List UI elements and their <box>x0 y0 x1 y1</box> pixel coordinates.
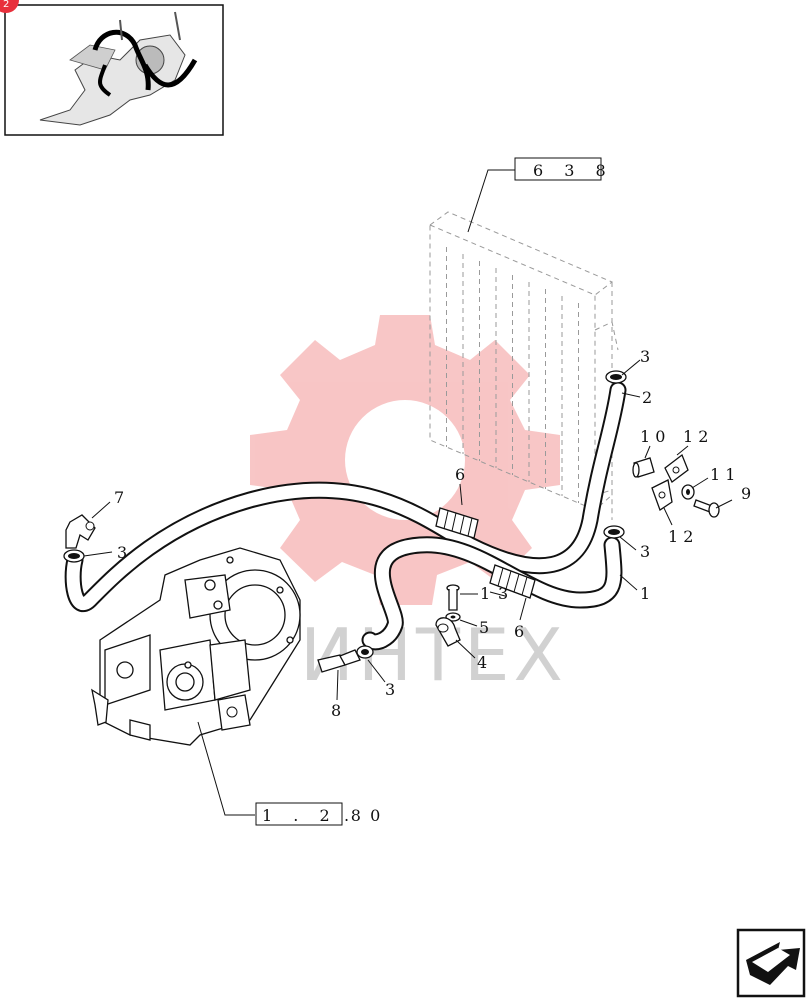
next-page-arrow-icon[interactable] <box>736 928 806 998</box>
clip-lower[interactable] <box>651 479 673 511</box>
callout-labels: 3 2 1 0 1 2 1 1 9 1 2 3 1 6 7 3 1 3 5 6 … <box>114 347 751 720</box>
overview-thumbnail[interactable] <box>4 4 224 136</box>
reference-box-transmission[interactable]: 1 . 2 8 . 0 <box>255 802 388 826</box>
straight-fitting[interactable] <box>317 649 361 673</box>
callout-3-mid: 3 <box>498 584 508 603</box>
hose-clamp-left[interactable] <box>63 549 85 563</box>
bolt[interactable] <box>446 584 460 611</box>
pipe-clamp[interactable] <box>435 617 461 647</box>
callout-10: 1 0 <box>640 427 665 446</box>
callout-9: 9 <box>741 484 751 503</box>
hose-clamp-right[interactable] <box>603 525 625 539</box>
reference-box-radiator[interactable]: 6 3 8 <box>514 157 614 181</box>
spacer-sleeve[interactable] <box>632 457 655 478</box>
screw[interactable] <box>693 499 720 518</box>
reference-transmission-text: 1 . 2 8 <box>262 806 369 825</box>
hose-1 <box>361 536 623 651</box>
page-badge: 2 <box>0 0 19 13</box>
callout-6-bottom: 6 <box>514 622 524 641</box>
transmission-housing <box>91 547 301 746</box>
callout-8: 8 <box>331 701 341 720</box>
callout-5: 5 <box>479 618 489 637</box>
callout-3-left: 3 <box>117 543 127 562</box>
hose-2 <box>64 381 627 612</box>
elbow-fitting[interactable] <box>65 514 96 549</box>
transmission-overview-icon <box>39 11 198 126</box>
callout-2: 2 <box>642 388 652 407</box>
callout-11: 1 1 <box>710 465 735 484</box>
callout-3-bottom: 3 <box>385 680 395 699</box>
callout-1-bolt: 1 <box>480 584 490 603</box>
callout-12-bottom: 1 2 <box>668 527 693 546</box>
hose-clamp-mid[interactable] <box>356 645 374 659</box>
callout-4: 4 <box>477 653 487 672</box>
callout-7: 7 <box>114 488 124 507</box>
hose-clamp-top[interactable] <box>605 370 627 384</box>
protective-sleeve-lower <box>489 564 536 599</box>
callout-3-top: 3 <box>640 347 650 366</box>
reference-transmission-suffix: . 0 <box>344 806 388 825</box>
callout-1-right: 1 <box>640 584 650 603</box>
callout-6-top: 6 <box>455 465 465 484</box>
page-badge-number: 2 <box>3 0 9 10</box>
watermark: ИНТЕХ <box>250 315 563 697</box>
protective-sleeve-upper <box>435 507 479 539</box>
reference-radiator-text: 6 3 8 <box>533 161 614 180</box>
clip-upper[interactable] <box>664 453 689 483</box>
watermark-gear <box>250 315 560 605</box>
lock-washer[interactable] <box>681 484 695 500</box>
callout-12-top: 1 2 <box>683 427 708 446</box>
callout-3-right: 3 <box>640 542 650 561</box>
leader-lines <box>83 169 733 816</box>
